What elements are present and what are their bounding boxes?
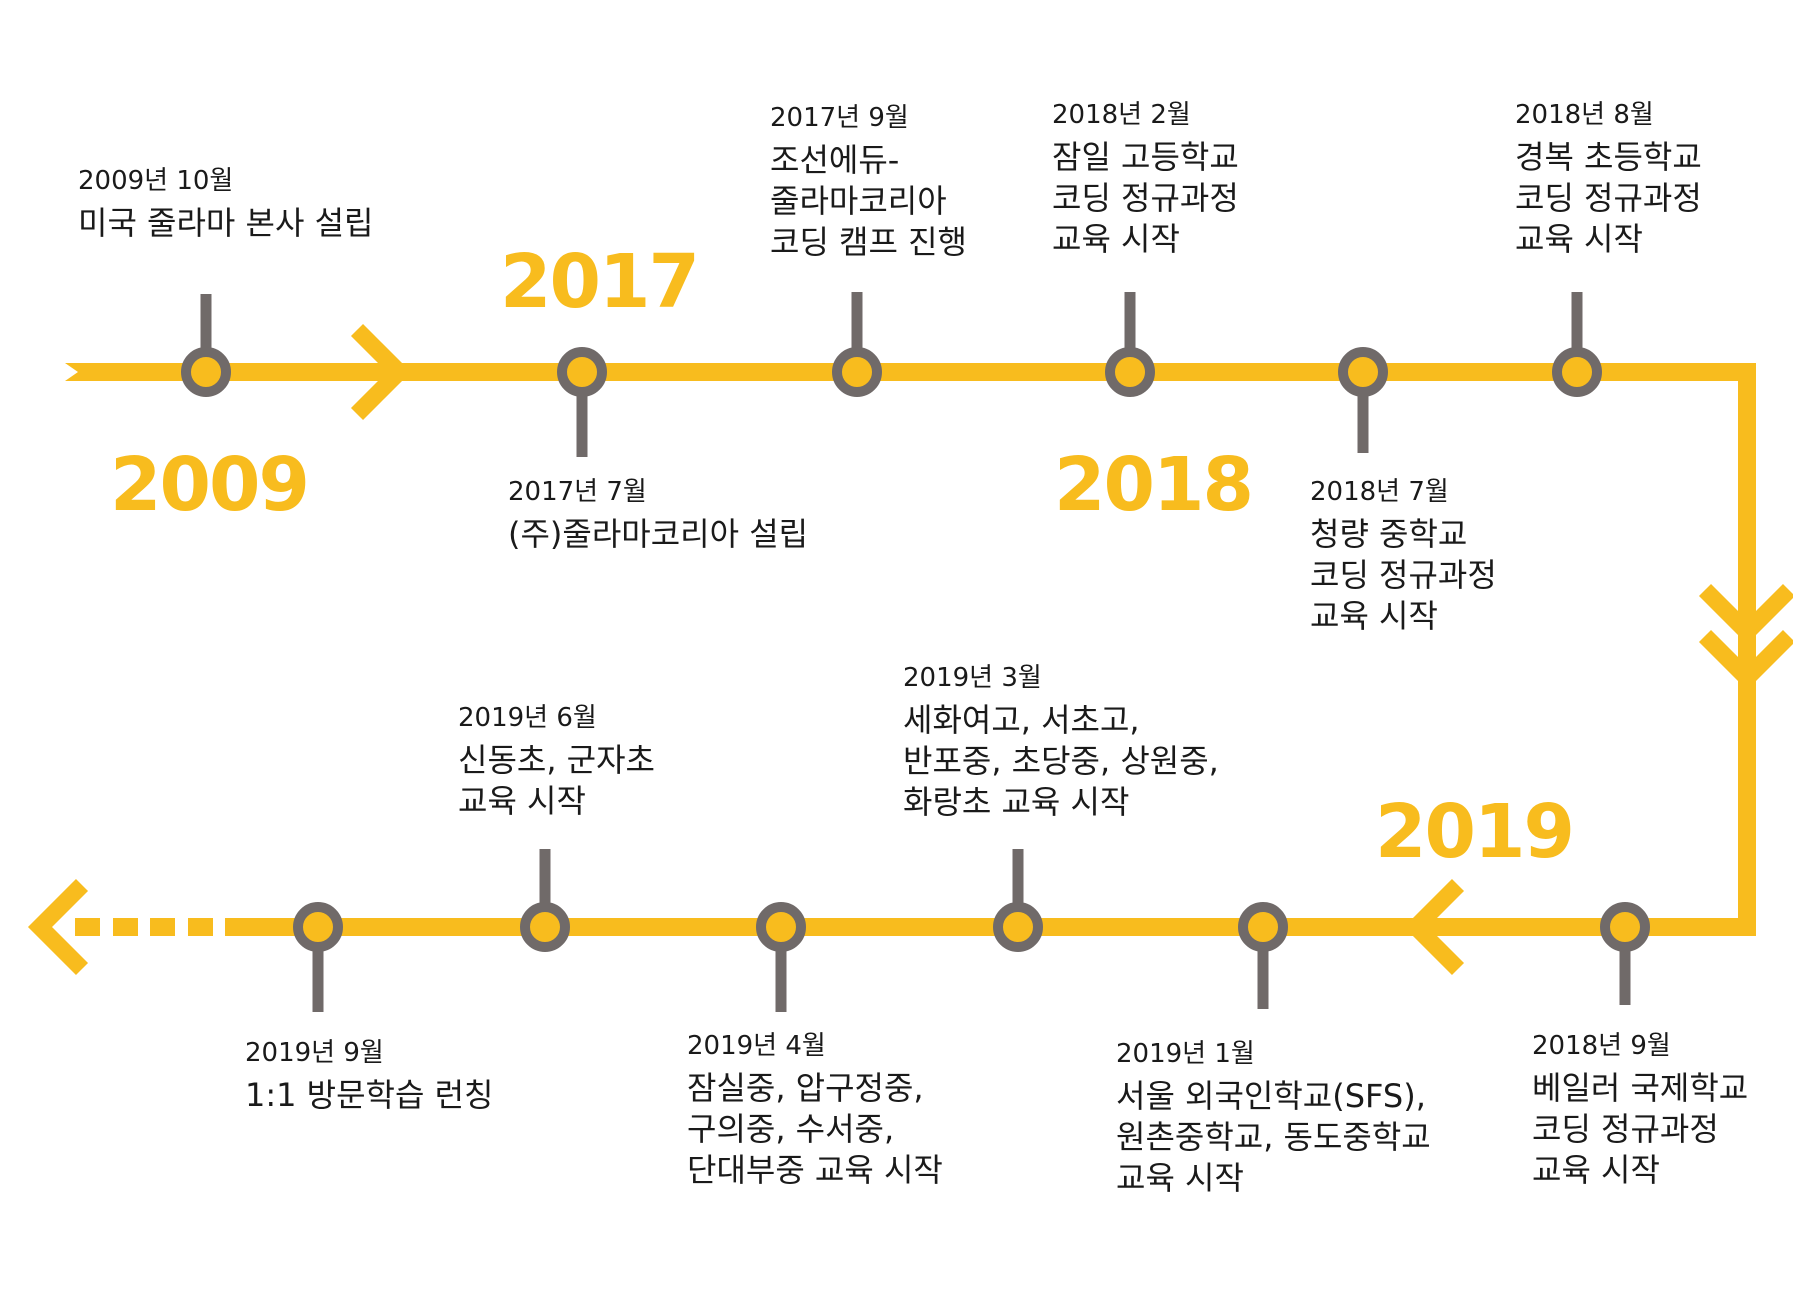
- node-marker-9: [993, 902, 1043, 952]
- event-description: 세화여고, 서초고,반포중, 초당중, 상원중,화랑초 교육 시작: [903, 700, 1219, 823]
- event-description-line: 줄라마코리아: [770, 182, 947, 220]
- event-date: 2019년 6월: [458, 703, 597, 733]
- node-marker-6: [1552, 347, 1602, 397]
- node-marker-12: [293, 902, 343, 952]
- event-description-line: 조선에듀-: [770, 141, 900, 179]
- event-description-line: 화랑초 교육 시작: [903, 783, 1130, 821]
- arrow-down-icon-2: [1698, 629, 1793, 691]
- node-marker-4: [1105, 347, 1155, 397]
- event-description-line: 교육 시작: [1515, 220, 1643, 258]
- event-date: 2009년 10월: [78, 166, 234, 196]
- node-marker-11: [520, 902, 570, 952]
- event-description-line: 잠일 고등학교: [1052, 138, 1239, 176]
- event-date: 2018년 7월: [1310, 477, 1449, 507]
- event-description-line: 청량 중학교: [1310, 515, 1468, 553]
- arrow-left-icon: [1403, 878, 1465, 976]
- event-description-line: 교육 시작: [458, 782, 586, 820]
- event-description-line: 코딩 캠프 진행: [770, 223, 967, 261]
- track-tail: [65, 363, 88, 381]
- event-description-line: 교육 시작: [1310, 597, 1438, 635]
- event-date: 2017년 7월: [508, 477, 647, 507]
- track-dash-1: [113, 918, 138, 936]
- timeline-track: [27, 323, 1793, 976]
- year-label-2018: 2018: [1054, 442, 1254, 528]
- arrow-head-left-icon: [27, 878, 89, 976]
- event-description-line: 미국 줄라마 본사 설립: [78, 204, 374, 242]
- node-marker-2: [557, 347, 607, 397]
- timeline-event-12: 2019년 9월 1:1 방문학습 런칭: [245, 1037, 493, 1116]
- event-description-line: 단대부중 교육 시작: [687, 1151, 943, 1189]
- event-description-line: 세화여고, 서초고,: [903, 701, 1140, 739]
- node-marker-7: [1600, 902, 1650, 952]
- event-description-line: 코딩 정규과정: [1310, 556, 1497, 594]
- timeline-event-2: 2017년 7월 (주)줄라마코리아 설립: [508, 476, 808, 555]
- event-date: 2019년 4월: [687, 1031, 826, 1061]
- year-label-2009: 2009: [110, 442, 310, 528]
- track-dash-2: [150, 918, 175, 936]
- event-description: (주)줄라마코리아 설립: [508, 514, 808, 555]
- event-date: 2019년 1월: [1116, 1039, 1255, 1069]
- node-marker-1: [181, 347, 231, 397]
- track-dash-0: [75, 918, 100, 936]
- event-description-line: 잠실중, 압구정중,: [687, 1069, 924, 1107]
- year-label-2017: 2017: [500, 239, 700, 325]
- event-description-line: 교육 시작: [1052, 220, 1180, 258]
- event-description-line: 코딩 정규과정: [1515, 179, 1702, 217]
- event-description-line: 교육 시작: [1116, 1159, 1244, 1197]
- event-date: 2017년 9월: [770, 103, 909, 133]
- event-description-line: 반포중, 초당중, 상원중,: [903, 742, 1219, 780]
- node-marker-5: [1338, 347, 1388, 397]
- arrow-down-icon-1: [1698, 583, 1793, 645]
- event-date: 2018년 8월: [1515, 100, 1654, 130]
- event-description: 1:1 방문학습 런칭: [245, 1075, 493, 1116]
- event-description: 미국 줄라마 본사 설립: [78, 203, 373, 244]
- arrow-right-icon: [350, 323, 412, 421]
- event-date: 2019년 3월: [903, 663, 1042, 693]
- event-description-line: 코딩 정규과정: [1532, 1110, 1719, 1148]
- node-marker-10: [756, 902, 806, 952]
- event-description-line: 베일러 국제학교: [1532, 1069, 1749, 1107]
- node-marker-3: [832, 347, 882, 397]
- year-label-2019: 2019: [1375, 789, 1575, 875]
- event-description-line: (주)줄라마코리아 설립: [508, 515, 809, 553]
- event-description: 잠실중, 압구정중,구의중, 수서중,단대부중 교육 시작: [687, 1068, 943, 1191]
- event-date: 2018년 2월: [1052, 100, 1191, 130]
- event-description-line: 경복 초등학교: [1515, 138, 1702, 176]
- event-description-line: 원촌중학교, 동도중학교: [1116, 1118, 1431, 1156]
- event-date: 2019년 9월: [245, 1038, 384, 1068]
- track-line: [88, 363, 1756, 936]
- track-dash-3: [188, 918, 213, 936]
- event-description-line: 코딩 정규과정: [1052, 179, 1239, 217]
- event-date: 2018년 9월: [1532, 1031, 1671, 1061]
- node-marker-8: [1238, 902, 1288, 952]
- event-description-line: 교육 시작: [1532, 1151, 1660, 1189]
- timeline-nodes: [181, 292, 1650, 1012]
- event-description-line: 신동초, 군자초: [458, 741, 655, 779]
- event-description-line: 서울 외국인학교(SFS),: [1116, 1077, 1426, 1115]
- event-description-line: 구의중, 수서중,: [687, 1110, 895, 1148]
- event-description-line: 1:1 방문학습 런칭: [245, 1076, 494, 1114]
